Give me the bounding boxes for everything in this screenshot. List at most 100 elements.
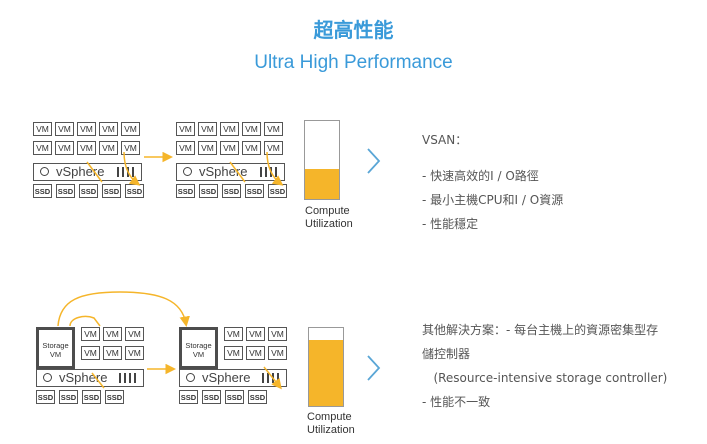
ssd-label: SSD	[60, 392, 77, 402]
ssd-label: SSD	[226, 392, 243, 402]
vm-box: VM	[246, 346, 265, 360]
io-bars-icon	[115, 373, 137, 383]
vsan-item: - 快速高效的I / O路徑	[422, 169, 539, 183]
vm-box: VM	[55, 141, 74, 155]
vm-label: VM	[249, 329, 262, 339]
vsphere-bar: vSphere	[36, 369, 144, 387]
vm-box: VM	[224, 346, 243, 360]
ssd-box: SSD	[225, 390, 244, 404]
vsphere-circle-icon	[183, 167, 192, 176]
vsan-item: - 最小主機CPU和I / O資源	[422, 193, 564, 207]
io-path-arrow	[123, 151, 141, 186]
compute-label-line2: Utilization	[305, 218, 353, 230]
ssd-label: SSD	[80, 186, 97, 196]
other-solution-line: - 性能不一致	[422, 395, 491, 409]
vm-box: VM	[220, 141, 239, 155]
vsphere-label: vSphere	[56, 164, 105, 179]
vm-box: VM	[121, 122, 140, 136]
vsan-heading: VSAN：	[422, 133, 468, 147]
vm-box: VM	[125, 327, 144, 341]
other-solution-line: (Resource-intensive storage controller)	[422, 371, 668, 385]
vm-box: VM	[198, 122, 217, 136]
vm-box: VM	[99, 141, 118, 155]
vm-box: VM	[77, 122, 96, 136]
ssd-box: SSD	[102, 184, 121, 198]
vsphere-label: vSphere	[59, 370, 108, 385]
vm-label: VM	[271, 329, 284, 339]
ssd-box: SSD	[248, 390, 267, 404]
vsphere-label: vSphere	[202, 370, 251, 385]
storage-vm: Storage VM	[36, 327, 75, 369]
vm-label: VM	[124, 124, 137, 134]
io-path-arrow	[263, 366, 282, 390]
vm-label: VM	[84, 329, 97, 339]
vm-label: VM	[102, 143, 115, 153]
vsphere-circle-icon	[186, 373, 195, 382]
vsan-io-arrows	[86, 151, 284, 186]
ssd-label: SSD	[37, 392, 54, 402]
ssd-label: SSD	[83, 392, 100, 402]
other-solution-description: 其他解決方案：- 每台主機上的資源密集型存 儲控制器 (Resource-int…	[422, 318, 667, 414]
compute-utilization-label: Compute Utilization	[305, 205, 353, 231]
vsan-description: VSAN： - 快速高效的I / O路徑 - 最小主機CPU和I / O資源 -…	[422, 128, 563, 236]
vm-box: VM	[99, 122, 118, 136]
vm-box: VM	[224, 327, 243, 341]
ssd-label: SSD	[223, 186, 240, 196]
vm-label: VM	[179, 143, 192, 153]
vm-box: VM	[268, 327, 287, 341]
ssd-box: SSD	[59, 390, 78, 404]
ssd-box: SSD	[222, 184, 241, 198]
compute-label-line2: Utilization	[307, 424, 355, 436]
ssd-label: SSD	[180, 392, 197, 402]
ssd-box: SSD	[199, 184, 218, 198]
vm-label: VM	[124, 143, 137, 153]
vm-label: VM	[128, 329, 141, 339]
ssd-box: SSD	[36, 390, 55, 404]
ssd-label: SSD	[246, 186, 263, 196]
vm-label: VM	[227, 348, 240, 358]
vm-box: VM	[55, 122, 74, 136]
chevron-right-icon	[367, 355, 381, 381]
vm-box: VM	[264, 122, 283, 136]
vm-box: VM	[176, 141, 195, 155]
compute-label-line1: Compute	[305, 205, 350, 217]
ssd-box: SSD	[202, 390, 221, 404]
vm-box: VM	[33, 122, 52, 136]
vm-box: VM	[121, 141, 140, 155]
ssd-label: SSD	[200, 186, 217, 196]
page-title: 超高性能	[313, 18, 394, 42]
vm-label: VM	[80, 124, 93, 134]
ssd-label: SSD	[34, 186, 51, 196]
vm-label: VM	[227, 329, 240, 339]
ssd-box: SSD	[33, 184, 52, 198]
vm-label: VM	[223, 124, 236, 134]
vm-label: VM	[245, 143, 258, 153]
vm-box: VM	[246, 327, 265, 341]
vsphere-bar: vSphere	[176, 163, 285, 181]
vm-label: VM	[102, 124, 115, 134]
vm-box: VM	[220, 122, 239, 136]
utilization-fill	[309, 339, 343, 406]
io-path-arrow	[86, 161, 103, 183]
storage-vm-label: VM	[192, 350, 205, 359]
storage-vm: Storage VM	[179, 327, 218, 369]
ssd-box: SSD	[176, 184, 195, 198]
io-path-arrow	[229, 161, 246, 183]
compute-utilization-label: Compute Utilization	[307, 411, 355, 437]
storage-vm-label: Storage	[185, 341, 212, 350]
vm-box: VM	[242, 122, 261, 136]
ssd-label: SSD	[103, 186, 120, 196]
other-solution-line: 其他解決方案：- 每台主機上的資源密集型存	[422, 323, 659, 337]
ssd-box: SSD	[105, 390, 124, 404]
vm-label: VM	[267, 143, 280, 153]
vm-box: VM	[264, 141, 283, 155]
vm-label: VM	[245, 124, 258, 134]
ssd-box: SSD	[268, 184, 287, 198]
io-path-arrow	[266, 151, 284, 186]
ssd-label: SSD	[249, 392, 266, 402]
compute-utilization-bar	[308, 327, 344, 407]
other-solution-line: 儲控制器	[422, 347, 471, 361]
